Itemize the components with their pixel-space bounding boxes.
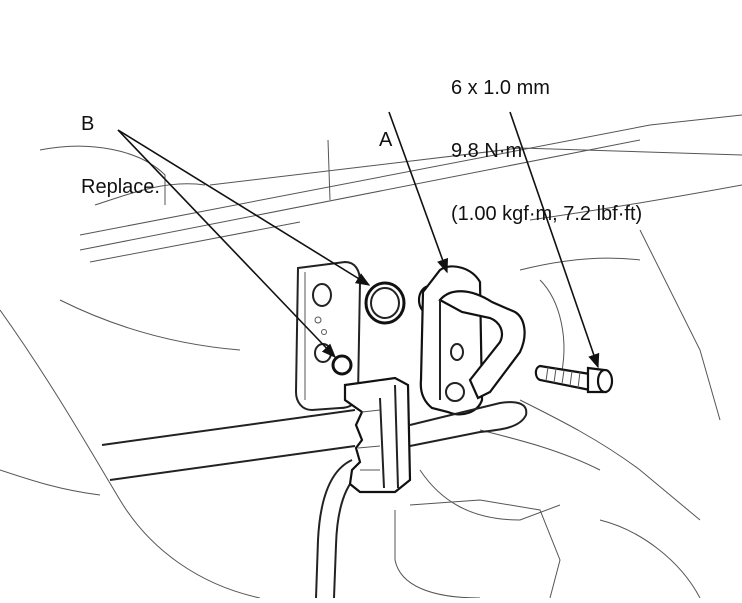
large-o-ring: [364, 281, 406, 325]
torque-nm-text: 9.8 N·m: [451, 140, 523, 162]
callout-a: A: [379, 88, 392, 172]
pipe-clamp: [343, 376, 412, 494]
callout-b-letter: B: [81, 113, 95, 135]
leader-b-to-small-o-ring: [117, 129, 336, 359]
small-o-ring: [331, 354, 353, 376]
bolt-size-text: 6 x 1.0 mm: [451, 77, 550, 99]
background-body-panels: [0, 114, 742, 599]
leader-b-to-large-o-ring: [117, 129, 371, 286]
pipe-joint-a: [417, 265, 526, 416]
torque-spec-callout: 6 x 1.0 mm 9.8 N·m (1.00 kgf·m, 7.2 lbf·…: [451, 36, 642, 246]
callout-b: B Replace.: [81, 72, 160, 219]
o-rings-b: [331, 281, 406, 376]
callout-a-letter: A: [379, 129, 393, 151]
bolt: [534, 364, 614, 394]
callout-b-note: Replace.: [81, 176, 160, 198]
leader-lines: [117, 111, 600, 369]
leader-spec: [509, 111, 600, 369]
pipes: [101, 401, 528, 599]
leader-a: [388, 111, 448, 274]
torque-alt-units-text: (1.00 kgf·m, 7.2 lbf·ft): [451, 203, 643, 225]
